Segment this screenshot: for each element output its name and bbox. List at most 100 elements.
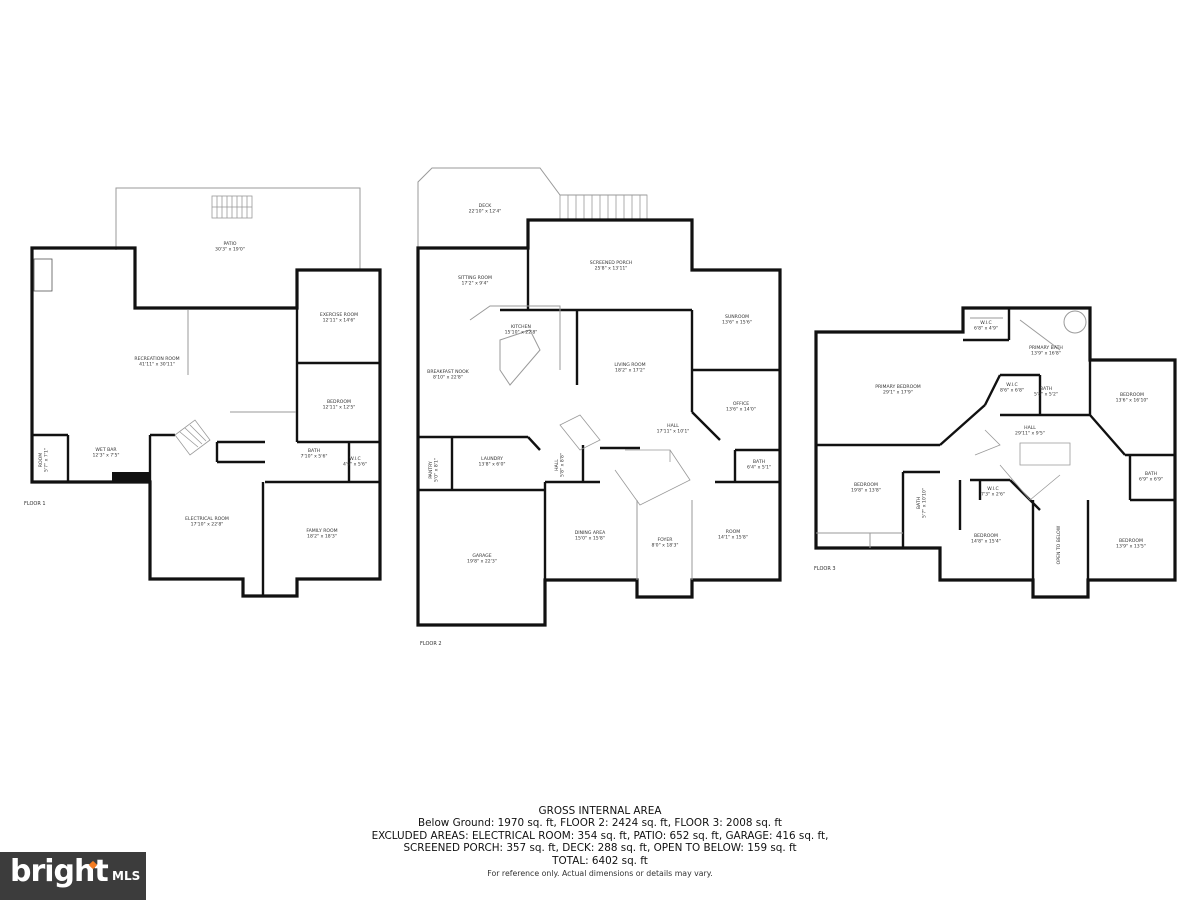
summary-excluded-areas-cont: SCREENED PORCH: 357 sq. ft, DECK: 288 sq… — [403, 842, 797, 855]
floor-3-exterior-wall — [814, 306, 1177, 599]
room-name: PANTRY — [428, 461, 434, 479]
closet-lines — [816, 532, 903, 548]
room-dimensions: 12'3" x 7'5" — [92, 453, 119, 459]
deck-outline — [417, 167, 647, 248]
room-dimensions: 13'6" x 15'6" — [722, 320, 752, 326]
room-name: DECK — [479, 203, 493, 209]
bright-mls-logo: bright MLS — [0, 852, 146, 900]
room-name: OPEN TO BELOW — [1056, 525, 1062, 564]
room-dimensions: 13'9" x 16'8" — [1031, 351, 1061, 357]
summary-disclaimer: For reference only. Actual dimensions or… — [487, 869, 713, 879]
floor-2-interior-walls — [418, 220, 780, 580]
room-dimensions: 22'10" x 12'4" — [469, 209, 502, 215]
room-dimensions: 13'8" x 6'0" — [478, 462, 505, 468]
room-name: BEDROOM — [854, 482, 878, 488]
floor-3-stairs — [974, 429, 1071, 501]
room-dimensions: 7'10" x 5'6" — [300, 454, 327, 460]
logo-suffix: MLS — [112, 869, 141, 883]
room-name: WET BAR — [95, 447, 117, 453]
room-name: W.I.C — [980, 320, 992, 326]
room-name: HALL — [554, 459, 560, 471]
room-name: HALL — [667, 423, 679, 429]
room-name: ROOM — [38, 453, 44, 467]
room-label: ROOM5'7" x 7'1" — [38, 448, 50, 472]
room-name: HALL — [1024, 425, 1036, 431]
floor-1-plan — [30, 187, 382, 598]
floor-2-plan — [416, 167, 782, 627]
fireplace-hatch — [33, 258, 53, 292]
room-dimensions: 6'4" x 5'1" — [747, 465, 771, 471]
room-name: LAUNDRY — [481, 456, 503, 462]
room-dimensions: 4'9" x 5'6" — [343, 462, 367, 468]
deck-stairs — [559, 194, 648, 220]
patio-stairs — [211, 195, 253, 219]
room-name: LIVING ROOM — [614, 362, 645, 368]
summary-floor-areas: Below Ground: 1970 sq. ft, FLOOR 2: 2424… — [418, 817, 782, 830]
room-dimensions: 13'6" x 16'10" — [1116, 398, 1149, 404]
room-dimensions: 8'0" x 18'3" — [651, 543, 678, 549]
room-name: GARAGE — [472, 553, 491, 559]
room-name: W.I.C — [1006, 382, 1018, 388]
floor-label: FLOOR 1 — [24, 501, 46, 507]
floor-1-interior-walls — [32, 308, 380, 596]
room-name: BEDROOM — [1120, 392, 1144, 398]
room-label: BATH5'7" x 10'10" — [916, 488, 928, 518]
room-label: PANTRY5'0" x 8'1" — [428, 458, 440, 482]
floor-1-partition — [187, 310, 296, 413]
room-dimensions: 14'1" x 15'8" — [718, 535, 748, 541]
room-name: OFFICE — [733, 401, 749, 407]
room-name: SUNROOM — [725, 314, 749, 320]
room-dimensions: 8'6" x 6'8" — [1000, 388, 1024, 394]
kitchen-counters — [469, 305, 561, 386]
room-dimensions: 5'0" x 8'1" — [434, 458, 440, 482]
room-dimensions: 18'2" x 18'3" — [307, 534, 337, 540]
area-summary: GROSS INTERNAL AREA Below Ground: 1970 s… — [300, 805, 900, 880]
room-name: ELECTRICAL ROOM — [185, 516, 229, 522]
room-name: BEDROOM — [1119, 538, 1143, 544]
floor-1-stairs — [174, 419, 211, 456]
floor-3-plan — [814, 306, 1177, 599]
room-name: BATH — [308, 448, 320, 454]
room-name: BATH — [916, 497, 922, 509]
room-name: PRIMARY BEDROOM — [875, 384, 921, 390]
room-dimensions: 7'3" x 2'6" — [981, 492, 1005, 498]
room-dimensions: 17'2" x 9'4" — [461, 281, 488, 287]
room-name: W.I.C — [349, 456, 361, 462]
room-dimensions: 14'8" x 15'4" — [971, 539, 1001, 545]
summary-title: GROSS INTERNAL AREA — [538, 805, 662, 817]
room-dimensions: 19'8" x 13'8" — [851, 488, 881, 494]
logo-wordmark: bright — [10, 854, 109, 889]
room-dimensions: 5'7" x 10'10" — [922, 488, 928, 518]
room-dimensions: 15'10" x 22'8" — [505, 330, 538, 336]
room-dimensions: 29'1" x 17'9" — [883, 390, 913, 396]
room-name: BATH — [1145, 471, 1157, 477]
room-name: EXERCISE ROOM — [320, 312, 358, 318]
room-dimensions: 15'0" x 15'8" — [575, 536, 605, 542]
room-name: BREAKFAST NOOK — [427, 369, 470, 375]
